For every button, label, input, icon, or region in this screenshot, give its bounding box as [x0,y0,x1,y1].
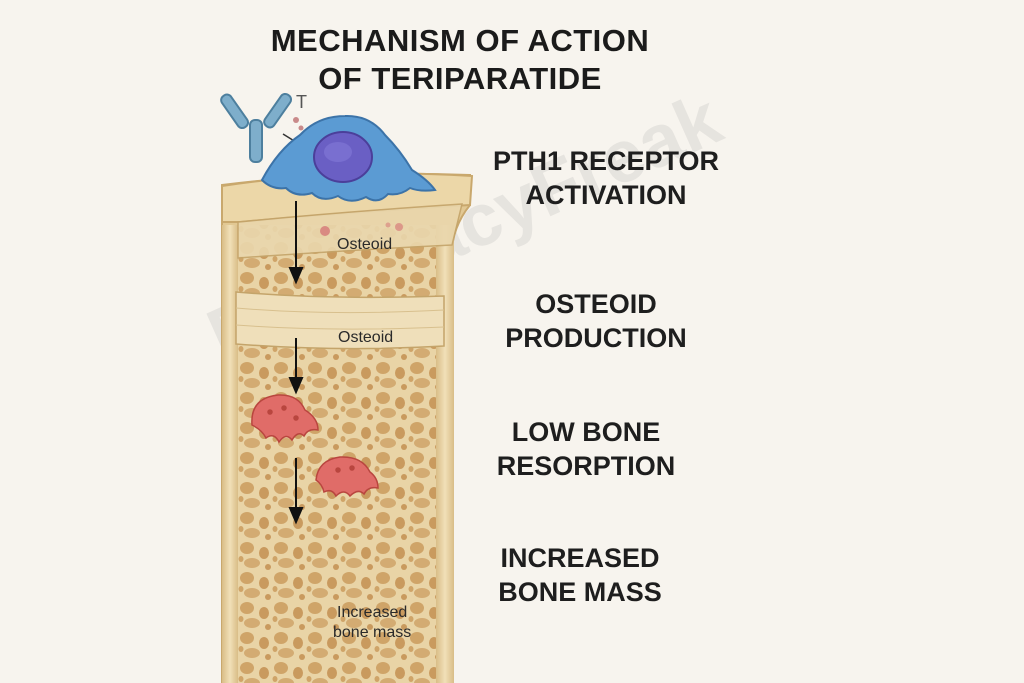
osteoid-layer-top [237,203,463,259]
step-2-line1: OSTEOID [535,289,657,319]
osteoid-label-middle: Osteoid [338,329,394,346]
down-arrow-icon [288,458,304,525]
title-line2: OF TERIPARATIDE [318,61,602,96]
step-1-line1: PTH1 RECEPTOR [492,146,720,176]
down-arrow-icon [288,338,304,395]
osteoclast-icon [315,456,379,498]
step-3-line1: LOW BONE [511,417,661,447]
step-receptor-activation: PTH1 RECEPTOR ACTIVATION [476,144,736,212]
step-4-line1: INCREASED [500,543,660,573]
down-arrow-icon [288,201,304,285]
step-2-line2: PRODUCTION [505,323,687,353]
step-4-line2: BONE MASS [498,577,662,607]
title-line1: MECHANISM OF ACTION [270,23,650,58]
osteoclast-icon [251,394,319,444]
step-3-line2: RESORPTION [496,451,676,481]
osteoid-label-top: Osteoid [337,236,393,253]
osteoblast-icon [260,114,437,202]
osteoid-layer-middle [235,291,445,350]
increased-label-line2: bone mass [333,624,412,641]
step-low-resorption: LOW BONE RESORPTION [456,415,716,483]
page-title: MECHANISM OF ACTION OF TERIPARATIDE [200,22,720,98]
increased-bone-mass-label: Increased bone mass [333,603,411,643]
y-shaped-receptor-icon [220,92,293,163]
step-osteoid-production: OSTEOID PRODUCTION [466,287,726,355]
svg-text:T: T [296,92,307,112]
step-1-line2: ACTIVATION [525,180,687,210]
increased-label-line1: Increased [337,604,408,621]
step-increased-bone-mass: INCREASED BONE MASS [450,541,710,609]
